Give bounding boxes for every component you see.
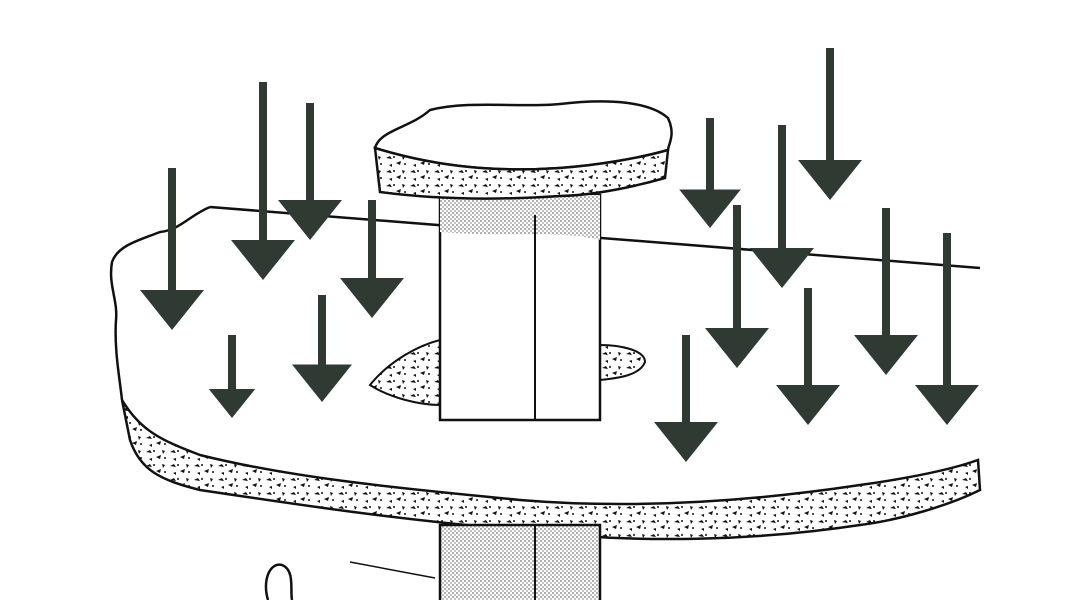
load-arrow-icon [292,295,352,402]
load-arrow-icon [798,48,862,200]
load-arrow-icon [140,168,204,330]
load-arrow-icon [340,200,404,318]
load-arrow-icon [679,118,741,228]
slab-edge [120,399,982,541]
load-arrow-icon [231,82,295,280]
load-arrow-icon [854,208,918,375]
load-arrow-icon [915,233,979,425]
column-capital-edge [373,146,670,200]
load-arrow-icon [776,288,840,425]
load-arrow-icon [705,205,769,368]
load-arrow-icon [278,103,342,240]
load-arrow-icon [654,335,718,462]
lower-column [438,523,602,600]
load-arrows [140,48,979,462]
rubble-right [599,343,647,382]
load-arrow-icon [208,335,256,418]
rubble-left [368,338,441,407]
load-arrow-icon [750,125,814,288]
